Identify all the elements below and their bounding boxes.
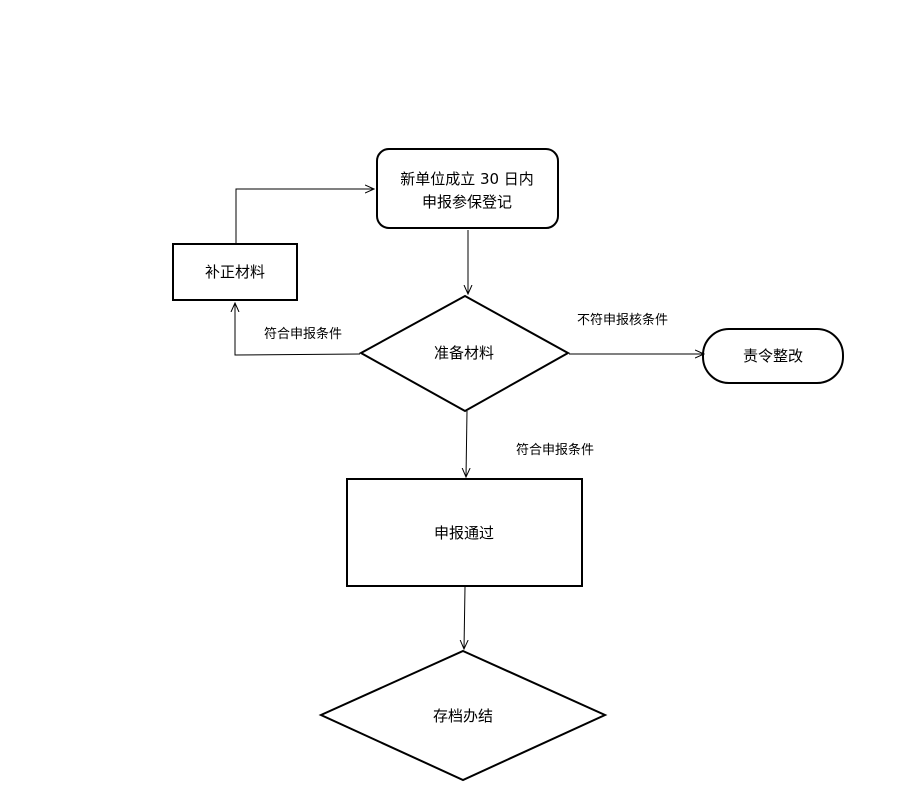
edge-approved-to-archive: [464, 586, 465, 649]
node-prepare-label: 准备材料: [434, 344, 494, 362]
node-archive: 存档办结: [318, 649, 608, 782]
edge-label-to-rectify: 不符申报核条件: [577, 312, 668, 328]
node-prepare: 准备材料: [358, 294, 571, 413]
edge-label-to-approved: 符合申报条件: [516, 442, 594, 458]
node-approved: 申报通过: [346, 478, 583, 587]
node-register: 新单位成立 30 日内 申报参保登记: [376, 148, 559, 229]
node-approved-label: 申报通过: [434, 524, 494, 542]
node-register-line1: 新单位成立 30 日内: [400, 170, 534, 188]
node-register-line2: 申报参保登记: [422, 193, 512, 211]
node-supplement: 补正材料: [172, 243, 298, 301]
node-rectify: 责令整改: [702, 328, 844, 384]
node-rectify-label: 责令整改: [743, 347, 803, 365]
node-supplement-label: 补正材料: [205, 263, 265, 281]
edge-supplement-to-register: [235, 189, 374, 244]
edge-prepare-to-approved: [466, 410, 467, 477]
edge-prepare-to-supplement: [235, 303, 361, 356]
node-archive-label: 存档办结: [433, 707, 493, 725]
edge-label-to-supplement: 符合申报条件: [264, 326, 342, 342]
